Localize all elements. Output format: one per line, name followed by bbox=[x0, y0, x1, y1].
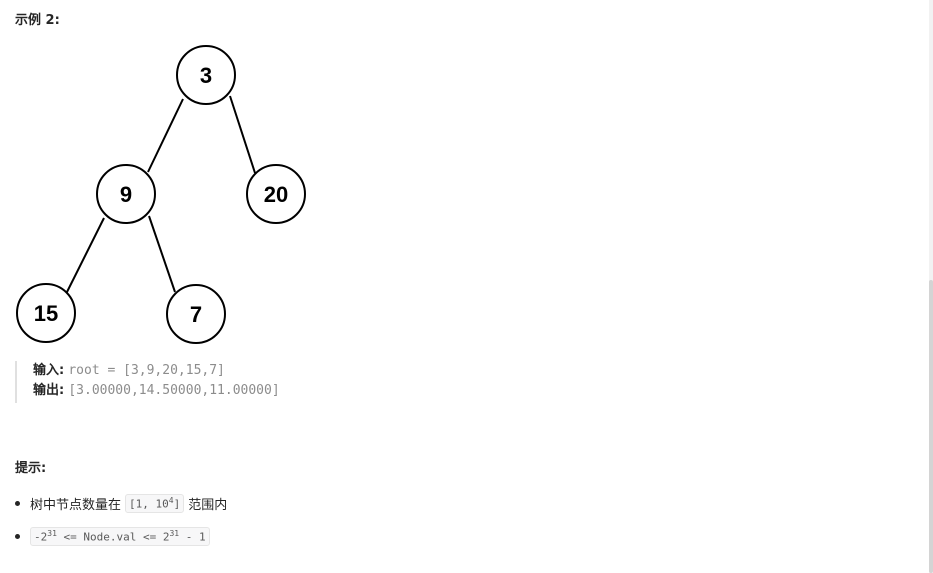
input-label: 输入: bbox=[33, 363, 65, 378]
tree-node: 7 bbox=[166, 284, 226, 344]
tree-edge bbox=[229, 95, 256, 174]
scrollbar-thumb[interactable] bbox=[929, 280, 933, 573]
tree-node-label: 7 bbox=[190, 302, 202, 327]
constraint-item: 树中节点数量在 [1, 104] 范围内 bbox=[15, 494, 227, 513]
output-line: 输出: [3.00000,14.50000,11.00000] bbox=[33, 381, 280, 401]
constraint-text: 树中节点数量在 bbox=[30, 498, 122, 513]
binary-tree-diagram: 3 9 20 15 7 bbox=[16, 45, 306, 344]
tree-edge bbox=[148, 215, 176, 293]
tree-node-label: 9 bbox=[120, 182, 132, 207]
tree-node: 3 bbox=[176, 45, 236, 105]
tree-node: 20 bbox=[246, 164, 306, 224]
example-title: 示例 2: bbox=[15, 13, 60, 28]
constraint-item: -231 <= Node.val <= 231 - 1 bbox=[15, 527, 210, 546]
constraints-title: 提示: bbox=[15, 461, 47, 476]
tree-node-label: 3 bbox=[200, 63, 212, 88]
tree-edge bbox=[66, 217, 105, 293]
input-line: 输入: root = [3,9,20,15,7] bbox=[33, 361, 280, 381]
output-label: 输出: bbox=[33, 383, 65, 398]
tree-node: 9 bbox=[96, 164, 156, 224]
inline-code: [1, 104] bbox=[125, 494, 185, 513]
constraint-text: 范围内 bbox=[188, 498, 228, 513]
bullet-icon bbox=[15, 501, 20, 506]
input-value: root = [3,9,20,15,7] bbox=[68, 363, 225, 378]
example-io-block: 输入: root = [3,9,20,15,7] 输出: [3.00000,14… bbox=[15, 361, 280, 403]
bullet-icon bbox=[15, 533, 20, 539]
tree-node: 15 bbox=[16, 283, 76, 343]
output-value: [3.00000,14.50000,11.00000] bbox=[68, 383, 280, 398]
tree-node-label: 20 bbox=[264, 182, 288, 207]
tree-node-label: 15 bbox=[34, 301, 58, 326]
tree-edge bbox=[147, 98, 184, 173]
inline-code: -231 <= Node.val <= 231 - 1 bbox=[30, 527, 210, 546]
